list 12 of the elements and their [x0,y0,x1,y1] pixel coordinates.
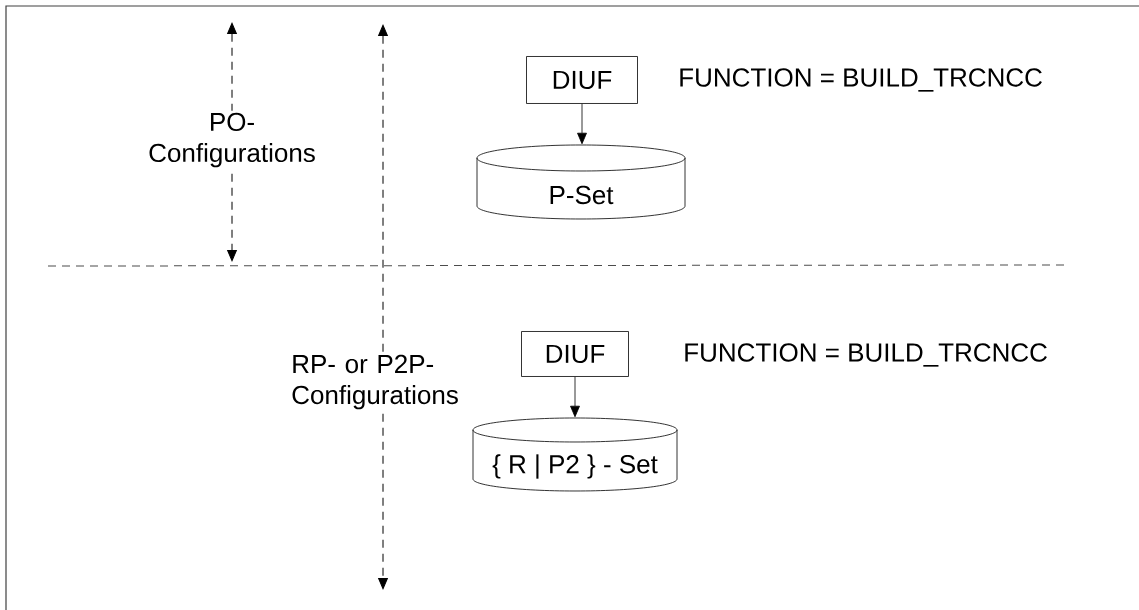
function-label: FUNCTION = BUILD_TRCNCC [685,343,1047,367]
arrow [570,376,580,418]
arrow [577,103,587,145]
process-box: DIUF [521,331,629,377]
function-label: FUNCTION = BUILD_TRCNCC [680,68,1042,92]
region-label: PO- Configurations [135,110,329,170]
node-label: P-Set [550,185,614,205]
database-cylinder: { R | P2 } - Set [472,417,678,492]
node-label: { R | P2 } - Set [492,454,658,479]
database-cylinder: P-Set [476,144,686,220]
process-box: DIUF [526,56,638,104]
region-label: RP- or P2P- Configurations [289,352,479,412]
